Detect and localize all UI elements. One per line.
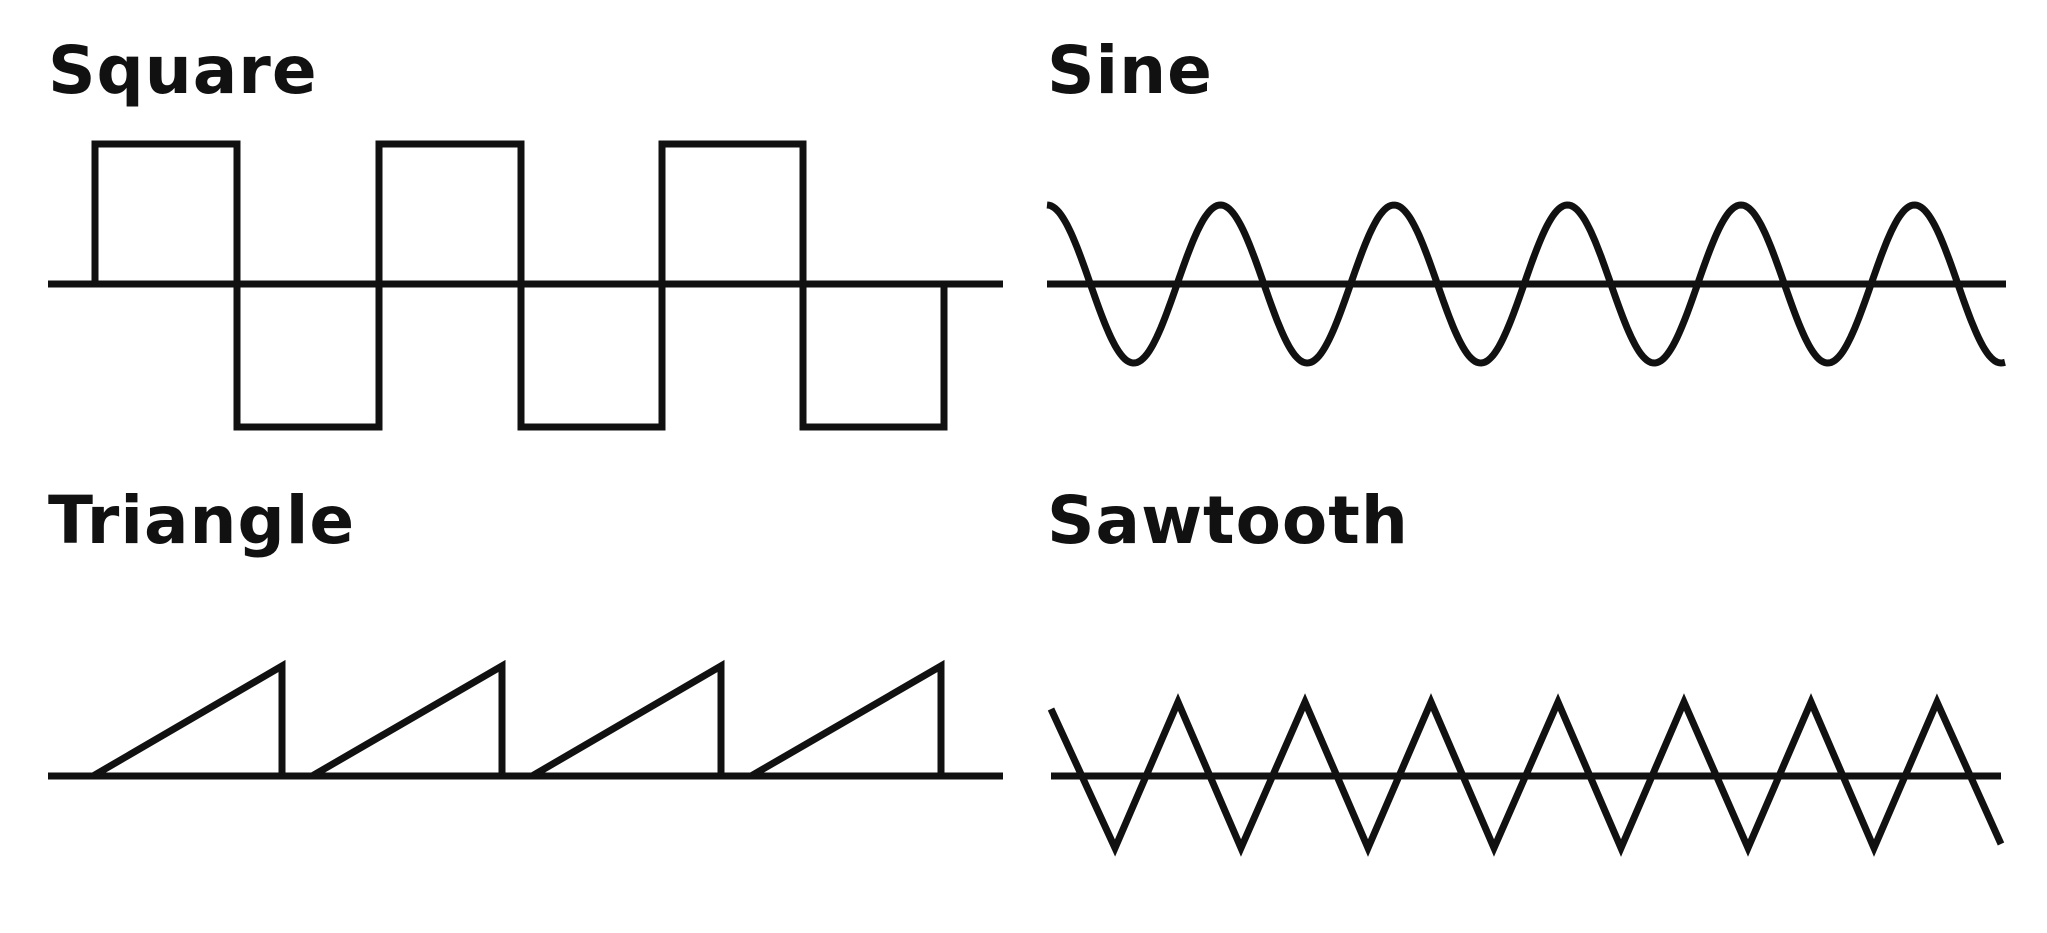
square-panel xyxy=(48,140,1003,431)
triangle-wave xyxy=(91,659,945,780)
square-title: Square xyxy=(48,32,318,109)
triangle-panel xyxy=(48,659,1003,780)
sine-wave xyxy=(1046,201,2006,367)
square-wave xyxy=(91,140,948,431)
sawtooth-title: Sawtooth xyxy=(1047,482,1409,559)
sawtooth-panel xyxy=(1047,693,2005,857)
sine-panel xyxy=(1046,201,2006,367)
sine-title: Sine xyxy=(1047,32,1213,109)
triangle-title: Triangle xyxy=(48,482,356,559)
sawtooth-wave xyxy=(1047,693,2005,857)
